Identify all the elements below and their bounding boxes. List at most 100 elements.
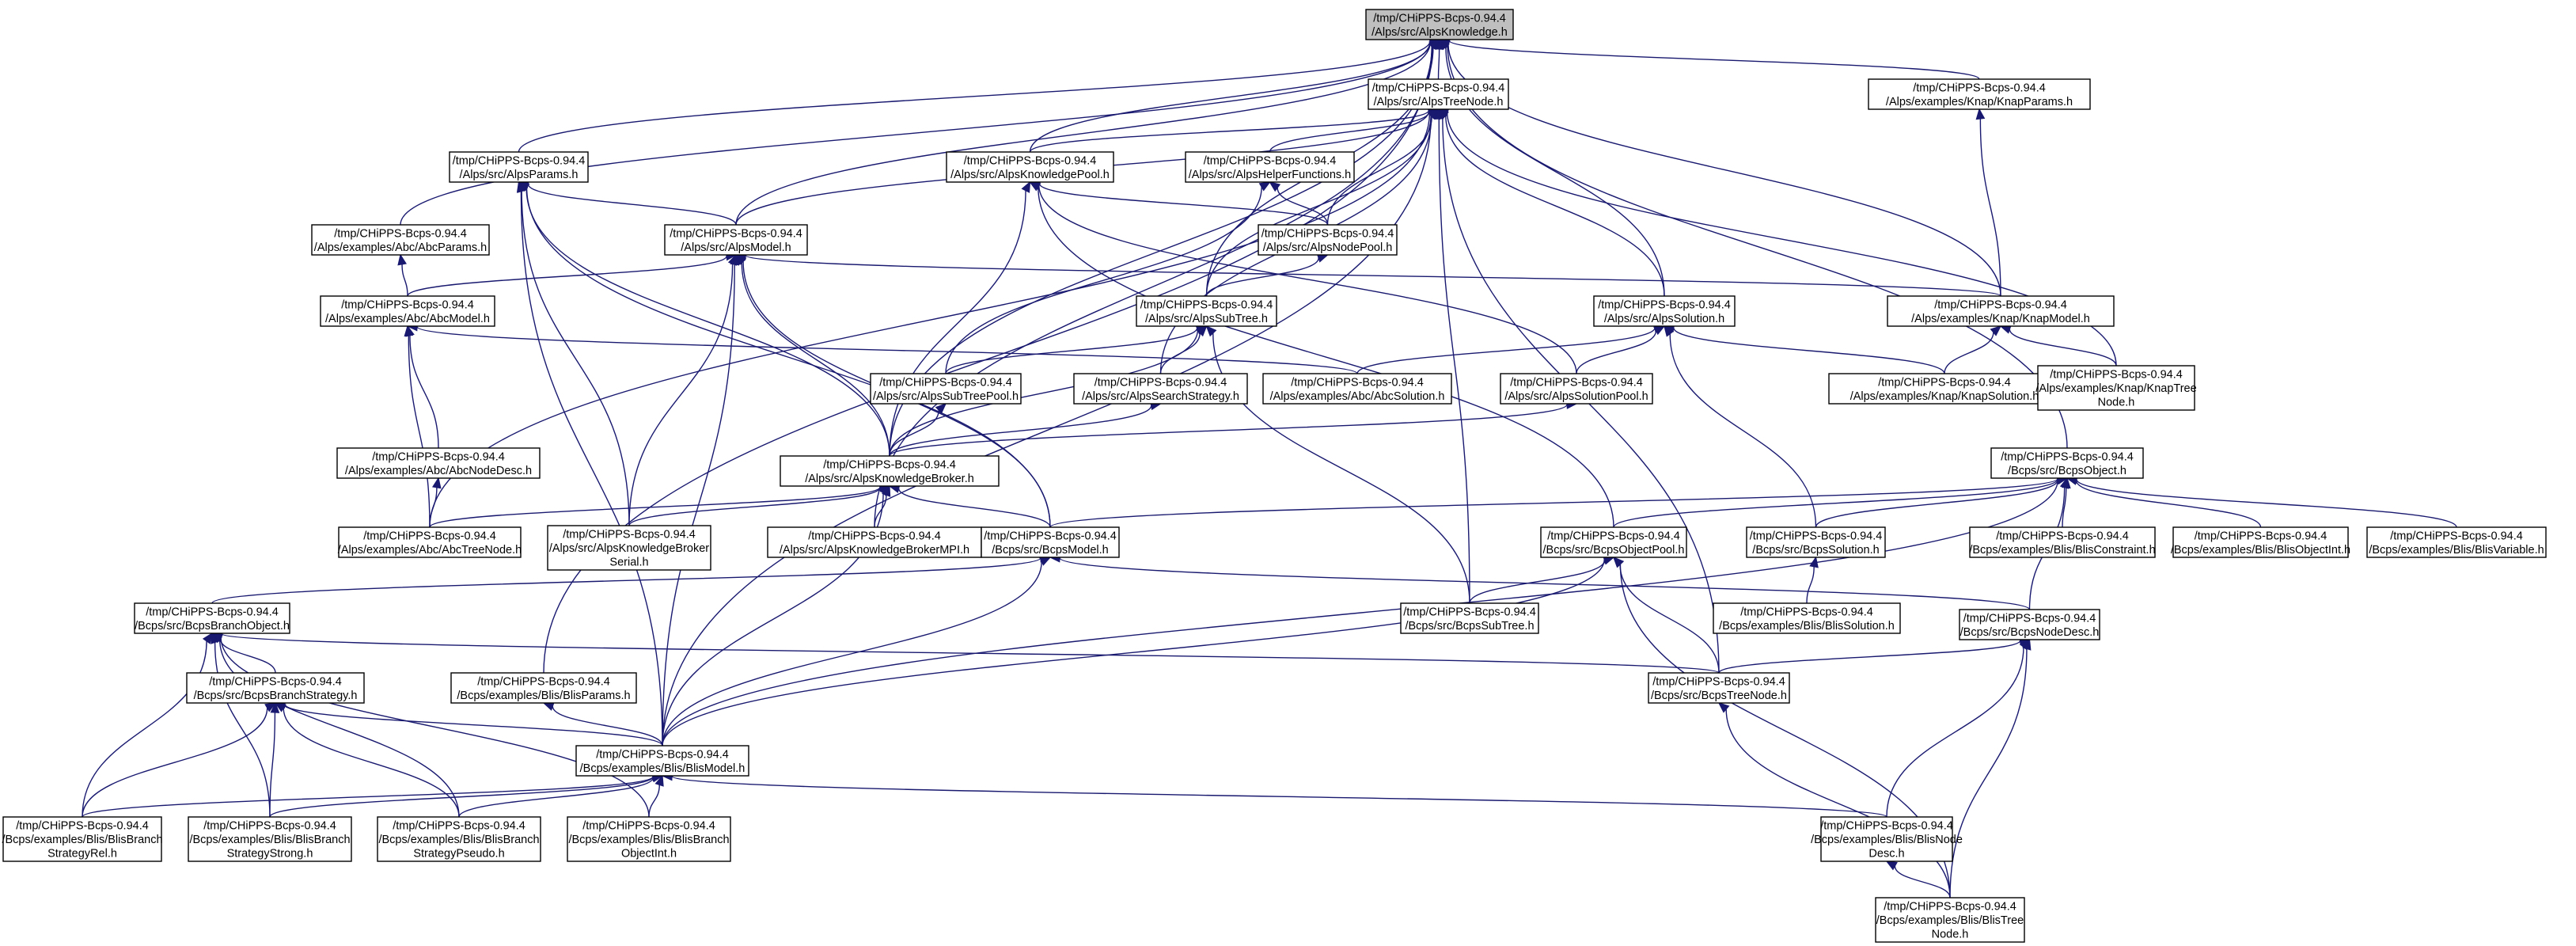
node-box — [547, 525, 711, 571]
node-bcps-sub-tree[interactable]: /tmp/CHiPPS-Bcps-0.94.4/Bcps/src/BcpsSub… — [1400, 602, 1539, 634]
node-abc-tree-node[interactable]: /tmp/CHiPPS-Bcps-0.94.4/Alps/examples/Ab… — [338, 526, 522, 558]
node-blis-branch-strategy-pseudo[interactable]: /tmp/CHiPPS-Bcps-0.94.4/Bcps/examples/Bl… — [377, 816, 541, 862]
node-bcps-solution[interactable]: /tmp/CHiPPS-Bcps-0.94.4/Bcps/src/BcpsSol… — [1746, 526, 1886, 558]
node-label-line: /tmp/CHiPPS-Bcps-0.94.4 — [209, 675, 342, 688]
edge-line — [221, 633, 1720, 674]
node-alps-sub-tree-pool[interactable]: /tmp/CHiPPS-Bcps-0.94.4/Alps/src/AlpsSub… — [870, 373, 1022, 405]
arrowhead-icon — [1885, 861, 1898, 871]
arrowhead-icon — [1258, 181, 1271, 192]
node-alps-knowledge-broker-mpi[interactable]: /tmp/CHiPPS-Bcps-0.94.4/Alps/src/AlpsKno… — [767, 526, 982, 558]
node-box — [1185, 151, 1355, 183]
edge-line — [1944, 332, 1994, 374]
node-label-line: /tmp/CHiPPS-Bcps-0.94.4 — [1884, 901, 2016, 914]
dependency-edge-alps-knowledge-broker-serial-to-alps-knowledge-broker — [628, 483, 891, 526]
node-box — [1262, 373, 1452, 405]
edge-line — [1049, 477, 2058, 528]
node-bcps-branch-strategy[interactable]: /tmp/CHiPPS-Bcps-0.94.4/Bcps/src/BcpsBra… — [186, 672, 365, 704]
node-alps-node-pool[interactable]: /tmp/CHiPPS-Bcps-0.94.4/Alps/src/AlpsNod… — [1258, 224, 1398, 256]
node-blis-model[interactable]: /tmp/CHiPPS-Bcps-0.94.4/Bcps/examples/Bl… — [575, 745, 749, 777]
edge-line — [525, 188, 890, 457]
node-blis-params[interactable]: /tmp/CHiPPS-Bcps-0.94.4/Bcps/examples/Bl… — [450, 672, 637, 704]
dependency-edge-bcps-object-to-alps-knowledge — [1438, 39, 2068, 449]
node-alps-params[interactable]: /tmp/CHiPPS-Bcps-0.94.4/Alps/src/AlpsPar… — [449, 151, 589, 183]
node-abc-model[interactable]: /tmp/CHiPPS-Bcps-0.94.4/Alps/examples/Ab… — [320, 295, 495, 327]
node-bcps-tree-node[interactable]: /tmp/CHiPPS-Bcps-0.94.4/Bcps/src/BcpsTre… — [1648, 672, 1790, 704]
node-alps-knowledge-pool[interactable]: /tmp/CHiPPS-Bcps-0.94.4/Alps/src/AlpsKno… — [946, 151, 1114, 183]
node-blis-tree-node[interactable]: /tmp/CHiPPS-Bcps-0.94.4/Bcps/examples/Bl… — [1875, 897, 2025, 943]
node-label-line: /Bcps/src/BcpsTreeNode.h — [1651, 690, 1787, 702]
edge-line — [671, 775, 1887, 818]
node-label-line: /Bcps/examples/Blis/BlisObjectInt.h — [2171, 544, 2350, 557]
edge-line — [741, 262, 890, 457]
node-blis-object-int[interactable]: /tmp/CHiPPS-Bcps-0.94.4/Bcps/examples/Bl… — [2171, 526, 2350, 558]
dependency-edge-blis-tree-node-to-blis-node-desc — [1885, 861, 1951, 899]
dependency-edge-abc-model-to-alps-model — [407, 251, 738, 297]
arrowhead-icon — [202, 632, 213, 644]
dependency-edge-blis-branch-strategy-rel-to-blis-model — [82, 772, 664, 818]
dependency-edge-alps-model-to-alps-params — [517, 179, 737, 226]
node-bcps-model[interactable]: /tmp/CHiPPS-Bcps-0.94.4/Bcps/src/BcpsMod… — [981, 526, 1120, 558]
node-box — [134, 602, 290, 634]
node-box — [1875, 897, 2025, 943]
arrowhead-icon — [516, 180, 526, 193]
node-knap-params[interactable]: /tmp/CHiPPS-Bcps-0.94.4/Alps/examples/Kn… — [1868, 78, 2091, 110]
edge-line — [1576, 330, 1657, 374]
node-box — [1648, 672, 1790, 704]
node-box — [1400, 602, 1539, 634]
node-alps-tree-node[interactable]: /tmp/CHiPPS-Bcps-0.94.4/Alps/src/AlpsTre… — [1368, 78, 1509, 110]
edge-line — [416, 325, 1358, 374]
node-alps-knowledge-broker-serial[interactable]: /tmp/CHiPPS-Bcps-0.94.4/Alps/src/AlpsKno… — [547, 525, 711, 571]
node-label-line: /tmp/CHiPPS-Bcps-0.94.4 — [2050, 369, 2183, 382]
node-label-line: /tmp/CHiPPS-Bcps-0.94.4 — [563, 529, 696, 541]
dependency-edge-bcps-solution-to-bcps-object — [1815, 475, 2069, 528]
node-alps-solution[interactable]: /tmp/CHiPPS-Bcps-0.94.4/Alps/src/AlpsSol… — [1593, 295, 1736, 327]
node-bcps-object[interactable]: /tmp/CHiPPS-Bcps-0.94.4/Bcps/src/BcpsObj… — [1990, 447, 2144, 479]
dependency-edge-blis-model-to-bcps-branch-strategy — [274, 699, 663, 747]
edge-line — [82, 708, 268, 818]
node-abc-solution[interactable]: /tmp/CHiPPS-Bcps-0.94.4/Alps/examples/Ab… — [1262, 373, 1452, 405]
node-label-line: /tmp/CHiPPS-Bcps-0.94.4 — [146, 606, 279, 618]
node-blis-variable[interactable]: /tmp/CHiPPS-Bcps-0.94.4/Bcps/examples/Bl… — [2366, 526, 2547, 558]
node-label-line: /tmp/CHiPPS-Bcps-0.94.4 — [670, 227, 802, 240]
edge-line — [552, 705, 663, 747]
edge-line — [2076, 479, 2457, 528]
node-alps-sub-tree[interactable]: /tmp/CHiPPS-Bcps-0.94.4/Alps/src/AlpsSub… — [1136, 295, 1277, 327]
edge-line — [1038, 184, 1577, 374]
node-label-line: /tmp/CHiPPS-Bcps-0.94.4 — [2001, 450, 2134, 463]
node-blis-solution[interactable]: /tmp/CHiPPS-Bcps-0.94.4/Bcps/examples/Bl… — [1713, 602, 1901, 634]
node-bcps-node-desc[interactable]: /tmp/CHiPPS-Bcps-0.94.4/Bcps/src/BcpsNod… — [1959, 609, 2100, 640]
node-knap-tree-node[interactable]: /tmp/CHiPPS-Bcps-0.94.4/Alps/examples/Kn… — [2035, 365, 2197, 411]
edge-line — [1447, 112, 2117, 367]
node-label-line: /tmp/CHiPPS-Bcps-0.94.4 — [1140, 298, 1273, 311]
node-label-line: /tmp/CHiPPS-Bcps-0.94.4 — [582, 820, 715, 833]
node-label-line: /tmp/CHiPPS-Bcps-0.94.4 — [1373, 12, 1506, 25]
edge-line — [945, 327, 1198, 374]
node-box — [1990, 447, 2144, 479]
node-box — [336, 447, 541, 479]
node-alps-model[interactable]: /tmp/CHiPPS-Bcps-0.94.4/Alps/src/AlpsMod… — [664, 224, 808, 256]
node-abc-node-desc[interactable]: /tmp/CHiPPS-Bcps-0.94.4/Alps/examples/Ab… — [336, 447, 541, 479]
node-knap-solution[interactable]: /tmp/CHiPPS-Bcps-0.94.4/Alps/examples/Kn… — [1828, 373, 2061, 405]
node-bcps-object-pool[interactable]: /tmp/CHiPPS-Bcps-0.94.4/Bcps/src/BcpsObj… — [1540, 526, 1687, 558]
node-alps-search-strategy[interactable]: /tmp/CHiPPS-Bcps-0.94.4/Alps/src/AlpsSea… — [1073, 373, 1248, 405]
node-blis-node-desc[interactable]: /tmp/CHiPPS-Bcps-0.94.4/Bcps/examples/Bl… — [1811, 816, 1963, 862]
node-blis-constraint[interactable]: /tmp/CHiPPS-Bcps-0.94.4/Bcps/examples/Bl… — [1969, 526, 2156, 558]
node-blis-branch-strategy-strong[interactable]: /tmp/CHiPPS-Bcps-0.94.4/Bcps/examples/Bl… — [188, 816, 352, 862]
edge-line — [889, 410, 939, 457]
node-alps-knowledge-broker[interactable]: /tmp/CHiPPS-Bcps-0.94.4/Alps/src/AlpsKno… — [780, 455, 1000, 487]
node-label-line: /Bcps/examples/Blis/BlisParams.h — [457, 690, 630, 702]
node-blis-branch-object-int[interactable]: /tmp/CHiPPS-Bcps-0.94.4/Bcps/examples/Bl… — [567, 816, 731, 862]
node-bcps-branch-object[interactable]: /tmp/CHiPPS-Bcps-0.94.4/Bcps/src/BcpsBra… — [134, 602, 290, 634]
node-alps-helper-functions[interactable]: /tmp/CHiPPS-Bcps-0.94.4/Alps/src/AlpsHel… — [1185, 151, 1355, 183]
node-abc-params[interactable]: /tmp/CHiPPS-Bcps-0.94.4/Alps/examples/Ab… — [311, 224, 490, 256]
arrowhead-icon — [404, 325, 414, 337]
node-alps-solution-pool[interactable]: /tmp/CHiPPS-Bcps-0.94.4/Alps/src/AlpsSol… — [1500, 373, 1653, 405]
node-label-line: /Bcps/examples/Blis/BlisNode — [1811, 834, 1963, 846]
node-knap-model[interactable]: /tmp/CHiPPS-Bcps-0.94.4/Alps/examples/Kn… — [1887, 295, 2115, 327]
edge-line — [429, 486, 881, 528]
edge-line — [1277, 188, 1329, 226]
dependency-edge-bcps-tree-node-to-bcps-object-pool — [1612, 556, 1720, 674]
node-blis-branch-strategy-rel[interactable]: /tmp/CHiPPS-Bcps-0.94.4/Bcps/examples/Bl… — [2, 816, 163, 862]
node-box — [1969, 526, 2156, 558]
node-label-line: /Alps/examples/Knap/KnapTree — [2035, 382, 2196, 395]
